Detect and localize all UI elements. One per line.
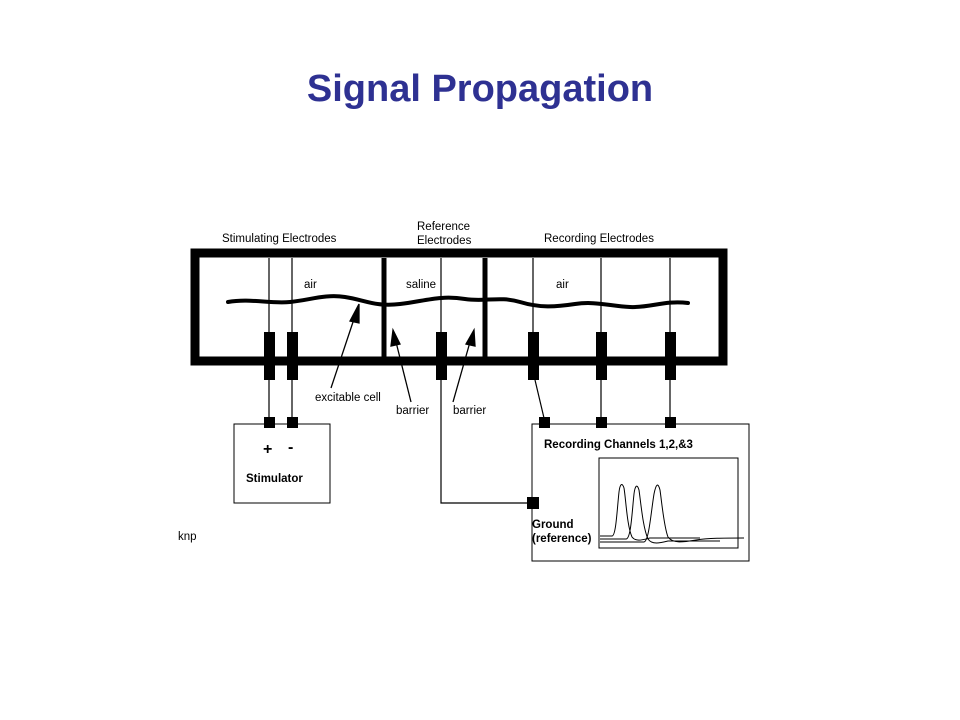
- trace-channel-1: [600, 484, 700, 541]
- recorder-terminal-3: [665, 417, 676, 428]
- recorder-terminal-1: [539, 417, 550, 428]
- ground-label-line2: (reference): [532, 533, 592, 545]
- excitable-cell-arrow: [330, 315, 356, 389]
- air-left-label: air: [304, 279, 317, 291]
- stimulator-label: Stimulator: [246, 473, 303, 485]
- ground-terminal: [527, 497, 539, 509]
- stimulator-terminal-minus: [287, 417, 298, 428]
- connecting-wires: [268, 379, 671, 504]
- air-right-label: air: [556, 279, 569, 291]
- recording-electrodes-label: Recording Electrodes: [544, 233, 654, 245]
- excitable-cell: [226, 294, 690, 310]
- barrier-right-arrow: [452, 341, 471, 403]
- stimulator-plus-label: +: [263, 441, 272, 458]
- recording-electrode-1: [528, 332, 539, 380]
- recording-electrode-2: [596, 332, 607, 380]
- credit-label: knp: [178, 531, 197, 543]
- reference-electrode: [436, 332, 447, 380]
- stimulating-electrodes-label: Stimulating Electrodes: [222, 233, 337, 245]
- stimulator-minus-label: -: [288, 439, 293, 456]
- oscilloscope-display: [598, 457, 739, 549]
- barrier-right-label: barrier: [453, 405, 486, 417]
- recording-channels-label: Recording Channels 1,2,&3: [544, 439, 693, 451]
- trace-channel-2: [600, 485, 720, 544]
- reference-electrodes-label-line1: Reference: [417, 221, 470, 233]
- trace-channel-3: [600, 484, 745, 543]
- recorder-terminal-2: [596, 417, 607, 428]
- stimulating-electrode-minus: [287, 332, 298, 380]
- stimulator-terminal-plus: [264, 417, 275, 428]
- barrier-left-arrow: [395, 341, 412, 403]
- slide-title: Signal Propagation: [306, 68, 654, 110]
- excitable-cell-label: excitable cell: [315, 392, 381, 404]
- saline-label: saline: [406, 279, 436, 291]
- recorded-traces: [600, 484, 745, 544]
- ground-label-line1: Ground: [532, 519, 574, 531]
- reference-electrodes-label-line2: Electrodes: [417, 235, 472, 247]
- electrode-bodies: [264, 332, 676, 380]
- barrier-left-label: barrier: [396, 405, 429, 417]
- annotation-arrows: [330, 303, 476, 403]
- stimulating-electrode-plus: [264, 332, 275, 380]
- recording-chamber: [190, 248, 728, 366]
- recording-electrode-3: [665, 332, 676, 380]
- stimulator-box: [233, 423, 331, 504]
